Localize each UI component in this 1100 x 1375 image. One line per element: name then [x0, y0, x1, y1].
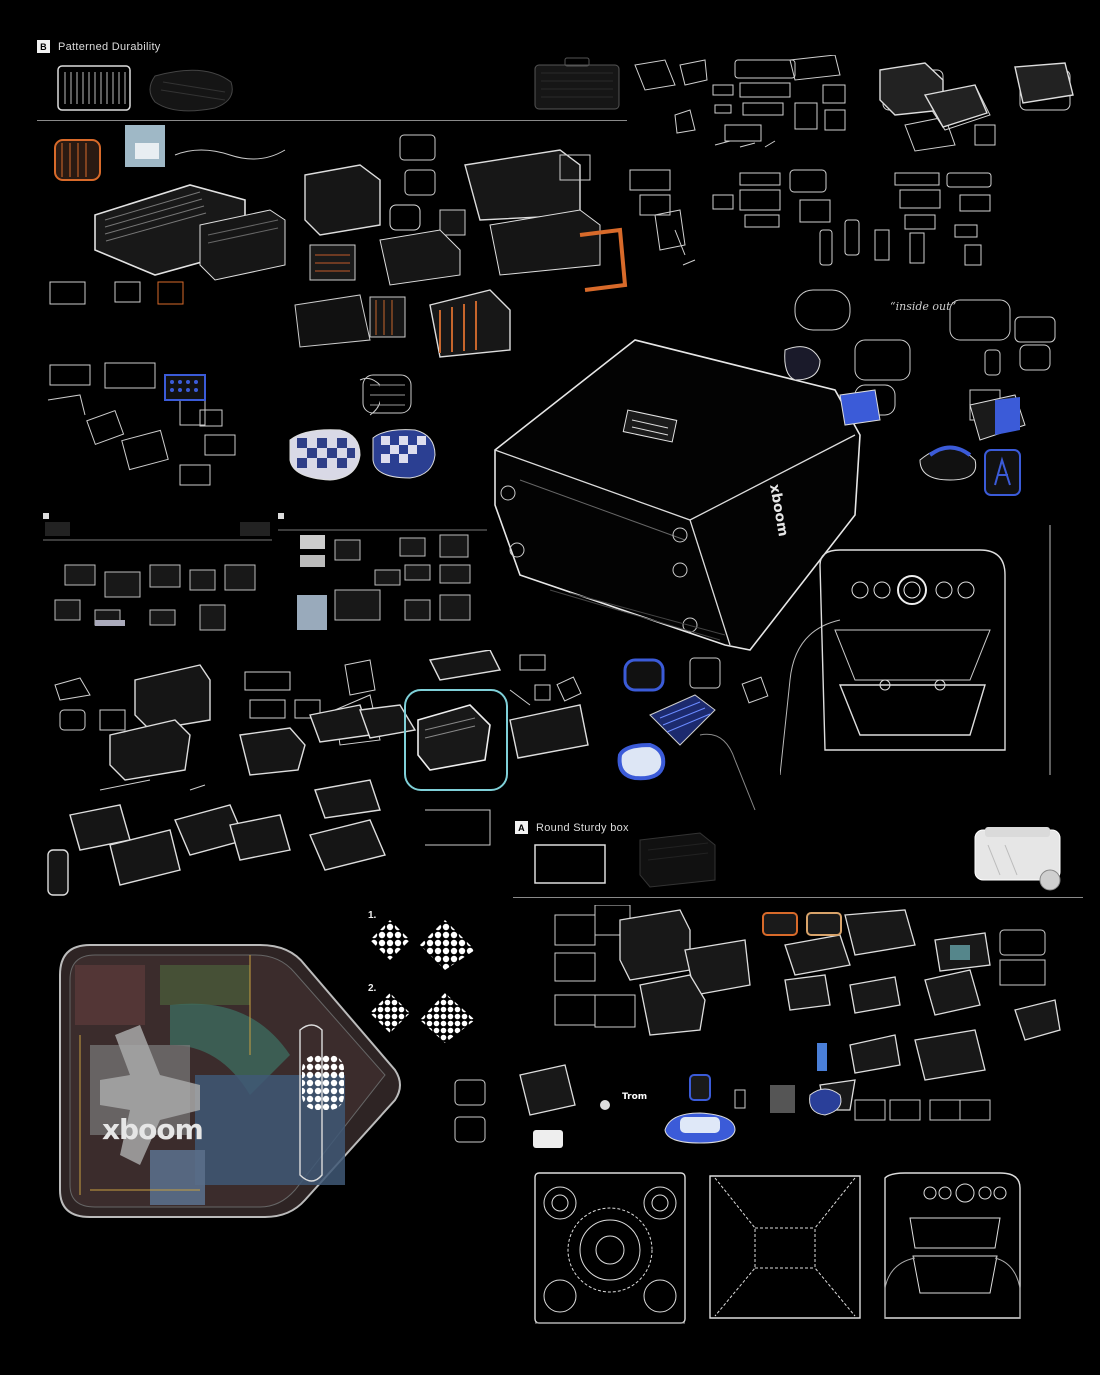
section-b-sketch-cluster	[49, 125, 628, 358]
thumbnail-panel-right	[278, 513, 487, 630]
orthographic-views	[534, 1172, 1021, 1324]
section-a-divider	[513, 897, 1083, 898]
section-b-title: Patterned Durability	[58, 40, 161, 53]
blue-accent-sketches	[617, 657, 769, 811]
detail-sketches-right	[784, 289, 1056, 496]
section-a-title: Round Sturdy box	[536, 821, 629, 834]
pattern-option-2-label: 2.	[368, 983, 377, 994]
section-a-badge: A	[515, 821, 528, 834]
thumbnail-panel-left	[43, 513, 272, 631]
grille-pattern-options	[370, 920, 475, 1043]
section-a-sketch-cluster	[454, 905, 1061, 1148]
pattern-option-1-label: 1.	[368, 910, 377, 921]
top-right-sketch-panel	[629, 55, 1074, 266]
inside-out-note: “inside out”	[890, 300, 957, 313]
highlighted-concept-frame	[404, 689, 508, 791]
checker-pattern-sketches	[289, 374, 436, 481]
section-b-badge: B	[37, 40, 50, 53]
exploded-internal-layout	[59, 944, 401, 1218]
section-b-reference-images	[57, 65, 233, 112]
section-b-header: B Patterned Durability	[37, 40, 161, 53]
speaker-top-console-sketch	[780, 525, 1051, 775]
pattern-sketches	[47, 362, 380, 486]
xboom-logo: xboom	[102, 1113, 204, 1146]
section-b-divider	[37, 120, 627, 121]
section-a-reference-images	[534, 827, 1061, 891]
section-a-header: A Round Sturdy box	[515, 821, 629, 834]
trom-label: Trom	[622, 1092, 648, 1102]
briefcase-reference-image	[534, 57, 620, 110]
mid-sketch-cluster	[47, 650, 589, 896]
